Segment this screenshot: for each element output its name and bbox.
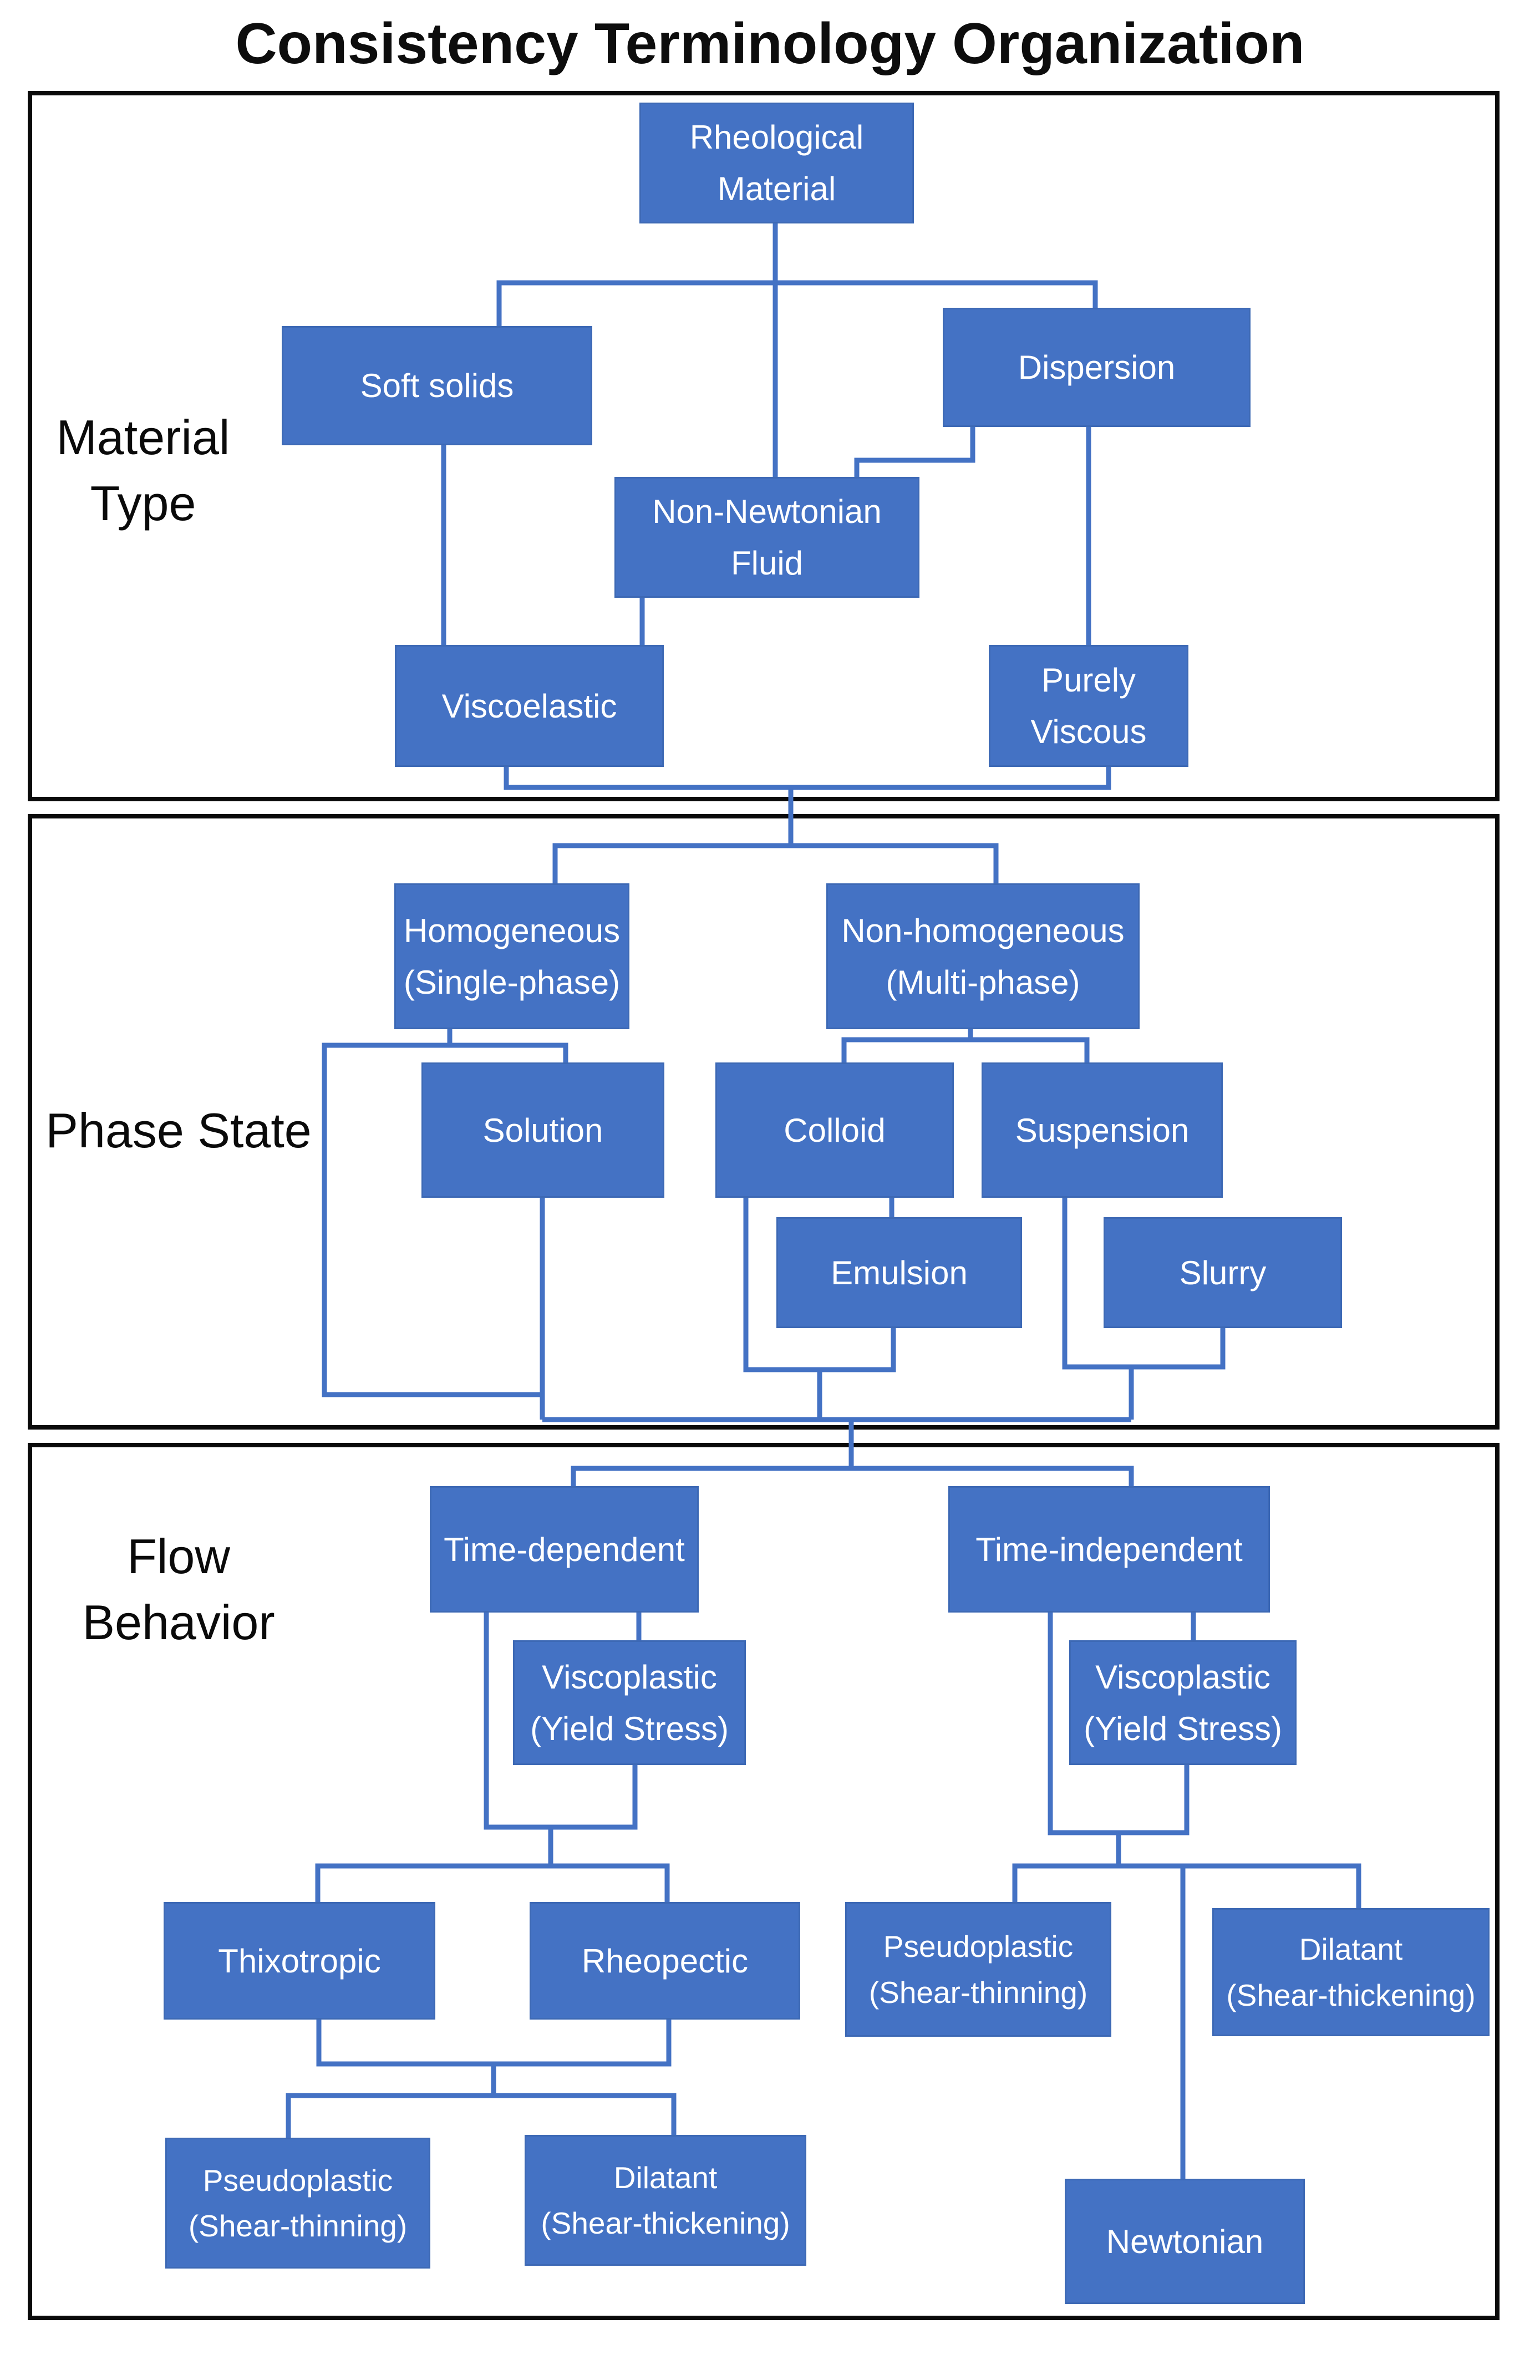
node-time-dependent: Time-dependent xyxy=(430,1486,699,1613)
node-homogeneous: Homogeneous (Single-phase) xyxy=(394,883,629,1029)
node-label-line: (Shear-thickening) xyxy=(541,2206,790,2240)
node-suspension: Suspension xyxy=(982,1062,1223,1198)
node-label-line: Rheological xyxy=(689,119,864,156)
node-slurry: Slurry xyxy=(1104,1217,1342,1328)
connector-phase-branch xyxy=(552,843,999,883)
node-label-line: Slurry xyxy=(1179,1254,1267,1291)
section-label-material-type: Material Type xyxy=(56,410,230,531)
connector-suspension-slurry-merge xyxy=(1062,1198,1226,1370)
node-thixotropic: Thixotropic xyxy=(164,1902,435,2020)
node-label-line: Newtonian xyxy=(1106,2223,1264,2260)
node-viscoplastic-left: Viscoplastic (Yield Stress) xyxy=(513,1640,746,1765)
node-label-line: Thixotropic xyxy=(218,1942,381,1980)
node-label-line: (Yield Stress) xyxy=(530,1710,729,1747)
node-colloid: Colloid xyxy=(715,1062,954,1198)
node-label-line: Dilatant xyxy=(613,2160,718,2195)
node-label-line: Non-homogeneous xyxy=(841,912,1125,949)
connector-nonhomogeneous-bracket xyxy=(841,1037,1090,1062)
node-dilatant-right: Dilatant (Shear-thickening) xyxy=(1212,1908,1490,2036)
node-label-line: Rheopectic xyxy=(581,1942,749,1980)
connector-homogeneous-bracket-long xyxy=(322,1042,568,1397)
node-soft-solids: Soft solids xyxy=(282,326,592,445)
section-label-flow-behavior: Flow Behavior xyxy=(82,1529,275,1650)
section-frame-material-type xyxy=(28,91,1500,801)
connector-left-bracket2 xyxy=(315,1863,670,1902)
node-label-line: Dispersion xyxy=(1018,349,1176,386)
node-label-line: Pseudoplastic xyxy=(202,2163,393,2198)
section-frame-phase-state xyxy=(28,814,1500,1430)
node-pseudoplastic-bottom: Pseudoplastic (Shear-thinning) xyxy=(165,2138,430,2269)
connector-dispersion-to-nonnewtonian xyxy=(854,427,975,477)
node-viscoelastic: Viscoelastic xyxy=(395,645,664,767)
connector-right-bracket2 xyxy=(1012,1863,1361,1908)
node-label-line: Soft solids xyxy=(360,367,514,404)
connector-root-branch-softsolids-dispersion xyxy=(496,280,1098,326)
node-label-line: Material xyxy=(717,170,836,207)
node-label-line: Emulsion xyxy=(831,1254,968,1291)
node-label-line: Viscoplastic xyxy=(1095,1658,1270,1696)
connector-thixotropic-rheopectic-merge xyxy=(316,2020,672,2067)
node-label-line: Suspension xyxy=(1015,1111,1190,1149)
node-label-line: Dilatant xyxy=(1299,1932,1403,1966)
connector-timedependent-left-merge xyxy=(484,1613,638,1830)
node-emulsion: Emulsion xyxy=(776,1217,1022,1328)
node-label-line: (Shear-thinning) xyxy=(868,1975,1088,2010)
connector-left-bracket4 xyxy=(286,2093,677,2138)
node-label-line: Viscous xyxy=(1030,713,1147,750)
node-newtonian: Newtonian xyxy=(1065,2179,1305,2304)
node-label-line: (Single-phase) xyxy=(403,963,621,1001)
page-title: Consistency Terminology Organization xyxy=(235,12,1305,76)
node-label-line: Time-independent xyxy=(975,1530,1243,1568)
node-dilatant-bottom: Dilatant (Shear-thickening) xyxy=(525,2135,806,2266)
node-time-independent: Time-independent xyxy=(948,1486,1270,1613)
node-label-line: (Yield Stress) xyxy=(1084,1710,1282,1747)
connector-flow-branch xyxy=(571,1466,1134,1486)
node-label-line: (Shear-thinning) xyxy=(188,2209,408,2243)
node-label-line: Pseudoplastic xyxy=(883,1929,1074,1964)
node-label-line: Solution xyxy=(482,1111,603,1149)
connector-viscoelastic-purelyviscous-merge xyxy=(504,767,1111,790)
node-label-line: Purely xyxy=(1041,662,1136,699)
section-label-phase-state: Phase State xyxy=(45,1103,312,1158)
node-viscoplastic-right: Viscoplastic (Yield Stress) xyxy=(1069,1640,1297,1765)
node-label-line: (Shear-thickening) xyxy=(1226,1977,1476,2012)
node-rheopectic: Rheopectic xyxy=(530,1902,800,2020)
node-label-line: Viscoelastic xyxy=(441,687,617,725)
node-dispersion: Dispersion xyxy=(943,308,1251,427)
node-label-line: Colloid xyxy=(784,1111,886,1149)
node-label-line: Time-dependent xyxy=(444,1530,685,1568)
node-label-line: Homogeneous xyxy=(403,912,621,949)
node-solution: Solution xyxy=(421,1062,664,1198)
section-frame-flow-behavior xyxy=(28,1443,1500,2320)
node-label-line: Viscoplastic xyxy=(542,1658,717,1696)
node-label-line: Fluid xyxy=(730,545,804,582)
node-label-line: Non-Newtonian xyxy=(652,493,882,530)
node-label-line: (Multi-phase) xyxy=(886,963,1080,1001)
node-non-homogeneous: Non-homogeneous (Multi-phase) xyxy=(826,883,1140,1029)
node-pseudoplastic-right: Pseudoplastic (Shear-thinning) xyxy=(845,1902,1111,2037)
